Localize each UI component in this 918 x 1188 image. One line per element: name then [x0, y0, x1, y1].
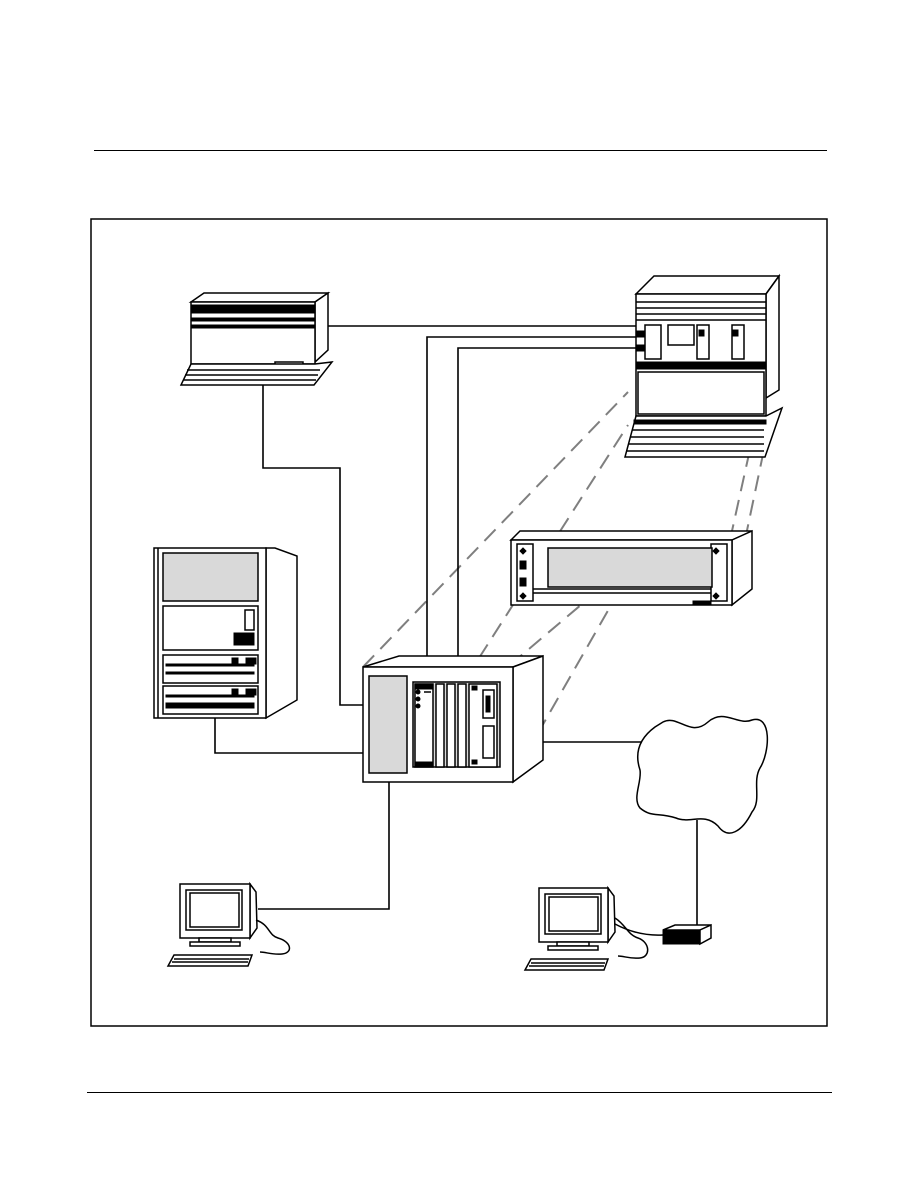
pc-terminal-icon	[168, 884, 289, 966]
tower-server-icon	[154, 548, 297, 718]
pc-terminal-icon	[525, 888, 663, 970]
rack-server-icon	[625, 276, 782, 457]
link-hub-rack-b	[458, 348, 638, 658]
desktop-workstation-icon	[181, 293, 332, 385]
modem-icon	[663, 925, 711, 944]
link-tower-hub	[215, 718, 363, 753]
dashed-link	[363, 392, 628, 667]
cloud-icon	[637, 717, 768, 834]
card-chassis-icon	[511, 531, 752, 605]
modular-hub-icon	[363, 656, 543, 782]
link-hub-pc	[258, 782, 389, 909]
